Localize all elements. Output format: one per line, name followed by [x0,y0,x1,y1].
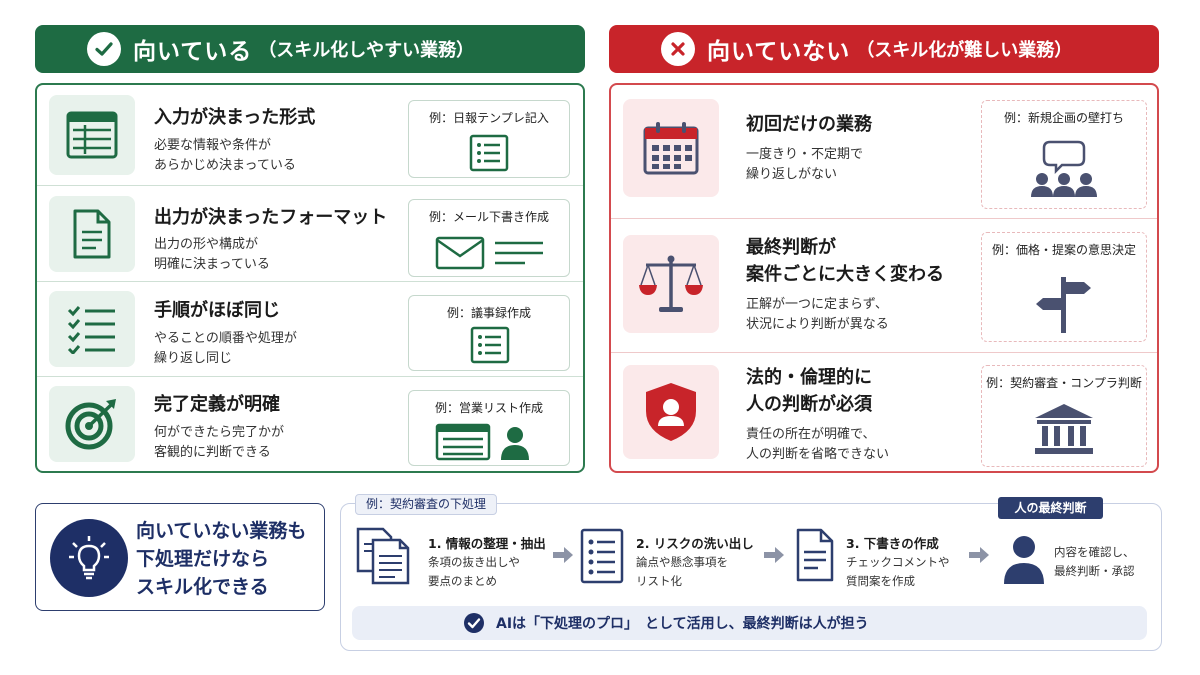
checklist-icon [469,134,509,172]
suitable-subtitle: （スキル化しやすい業務） [258,40,475,61]
row-title: 初回だけの業務 [746,114,872,135]
example-label: 例：価格・提案の意思決定 [991,243,1136,257]
row-title: 案件ごとに大きく変わる [746,264,944,285]
example-box: 例：日報テンプレ記入 [408,100,570,178]
row-desc: やることの順番や処理が [154,331,297,346]
form-table-icon [49,95,135,175]
row-desc: 繰り返しがない [746,167,838,182]
step-desc: 質問案を作成 [846,574,915,588]
summary-text: AIは「下処理のプロ」 として活用し、最終判断は人が担う [496,616,869,632]
example-label: 例：契約審査・コンプラ判断 [986,376,1142,390]
step-desc: チェックコメントや [846,555,950,569]
document-icon [49,196,135,272]
example-box: 例：営業リスト作成 [408,390,570,466]
suitable-header: 向いている （スキル化しやすい業務） [35,25,585,73]
example-label: 例：議事録作成 [446,306,531,320]
row-title: 手順がほぼ同じ [154,300,280,321]
example-box: 例：メール下書き作成 [408,199,570,277]
row-desc: 繰り返し同じ [154,351,233,366]
courthouse-icon [1035,404,1093,454]
callout-line: 下処理だけなら [136,548,270,570]
process-tag: 例：契約審査の下処理 [355,494,498,515]
final-judgment-tag: 人の最終判断 [998,497,1103,519]
step-desc: リスト化 [636,574,682,588]
calendar-icon [623,99,719,197]
step-title: 2. リスクの洗い出し [636,536,754,551]
step-desc: 論点や懸念事項を [636,555,728,569]
example-box: 例：契約審査・コンプラ判断 [981,365,1147,467]
row-desc: 出力の形や構成が [154,237,259,252]
row-desc: 何ができたら完了かが [154,425,285,440]
row-desc: 責任の所在が明確で、 [746,427,876,442]
step-title: 1. 情報の整理・抽出 [428,536,546,551]
lightbulb-icon [50,519,128,597]
row-desc: 状況により判断が異なる [746,317,889,332]
callout-box: 向いていない業務も 下処理だけなら スキル化できる [35,503,325,611]
step-desc: 要点のまとめ [428,574,497,588]
checklist-icon [49,291,135,367]
example-label: 例：営業リスト作成 [434,401,543,415]
row-title: 完了定義が明確 [154,394,280,415]
suitable-row: 出力が決まったフォーマット 出力の形や構成が 明確に決まっている 例：メール下書… [37,186,583,282]
example-label: 例：新規企画の壁打ち [1003,111,1124,125]
arrow-right-icon [764,547,784,563]
suitable-row: 完了定義が明確 何ができたら完了かが 客観的に判断できる 例：営業リスト作成 [37,377,583,471]
unsuitable-panel: 初回だけの業務 一度きり・不定期で 繰り返しがない 例：新規企画の壁打ち [609,83,1159,473]
row-title: 入力が決まった形式 [154,107,316,128]
callout-line: 向いていない業務も [136,520,307,542]
check-circle-icon [87,32,121,66]
step-title: 3. 下書きの作成 [846,536,939,551]
unsuitable-title: 向いていない [707,39,851,65]
list-icon [470,326,510,364]
final-desc: 最終判断・承認 [1054,564,1135,578]
example-box: 例：新規企画の壁打ち [981,100,1147,209]
shield-user-icon [623,365,719,459]
row-desc: 明確に決まっている [154,257,270,272]
x-circle-icon [661,32,695,66]
signpost-icon [1036,277,1091,333]
row-title: 法的・倫理的に [746,367,872,388]
example-box: 例：議事録作成 [408,295,570,371]
example-label: 例：メール下書き作成 [428,210,549,224]
row-desc: 一度きり・不定期で [746,147,864,162]
row-title: 最終判断が [746,237,836,258]
row-desc: 客観的に判断できる [154,445,271,460]
example-label: 例：日報テンプレ記入 [429,111,549,125]
unsuitable-row: 最終判断が 案件ごとに大きく変わる 正解が一つに定まらず、 状況により判断が異な… [611,219,1157,353]
scales-icon [623,235,719,333]
summary-bar [352,606,1147,640]
person-icon [1004,536,1044,584]
target-icon [49,386,135,462]
sales-list-icon [435,423,529,461]
suitable-title: 向いている [133,39,253,65]
row-title: 出力が決まったフォーマット [154,207,388,228]
row-desc: 必要な情報や条件が [154,138,272,153]
arrow-right-icon [553,547,573,563]
suitable-row: 入力が決まった形式 必要な情報や条件が あらかじめ決まっている 例：日報テンプレ… [37,85,583,186]
unsuitable-subtitle: （スキル化が難しい業務） [856,40,1073,61]
mail-icon [435,236,543,270]
unsuitable-row: 法的・倫理的に 人の判断が必須 責任の所在が明確で、 人の判断を省略できない 例… [611,353,1157,471]
documents-icon [356,527,410,585]
row-desc: あらかじめ決まっている [154,158,296,173]
step-desc: 条項の抜き出しや [428,555,520,569]
row-title: 人の判断が必須 [746,394,872,415]
suitable-panel: 入力が決まった形式 必要な情報や条件が あらかじめ決まっている 例：日報テンプレ… [35,83,585,473]
row-desc: 人の判断を省略できない [746,447,890,462]
check-circle-icon [464,613,484,633]
arrow-right-icon [969,547,989,563]
row-desc: 正解が一つに定まらず、 [746,297,888,312]
meeting-icon [1031,140,1097,197]
example-box: 例：価格・提案の意思決定 [981,232,1147,342]
callout-line: スキル化できる [136,576,269,598]
unsuitable-header: 向いていない （スキル化が難しい業務） [609,25,1159,73]
final-desc: 内容を確認し、 [1054,545,1135,559]
unsuitable-row: 初回だけの業務 一度きり・不定期で 繰り返しがない 例：新規企画の壁打ち [611,85,1157,219]
suitable-row: 手順がほぼ同じ やることの順番や処理が 繰り返し同じ 例：議事録作成 [37,282,583,377]
draft-document-icon [796,528,834,582]
callout-text: 向いていない業務も 下処理だけなら スキル化できる [136,517,306,601]
risk-list-icon [580,528,624,584]
